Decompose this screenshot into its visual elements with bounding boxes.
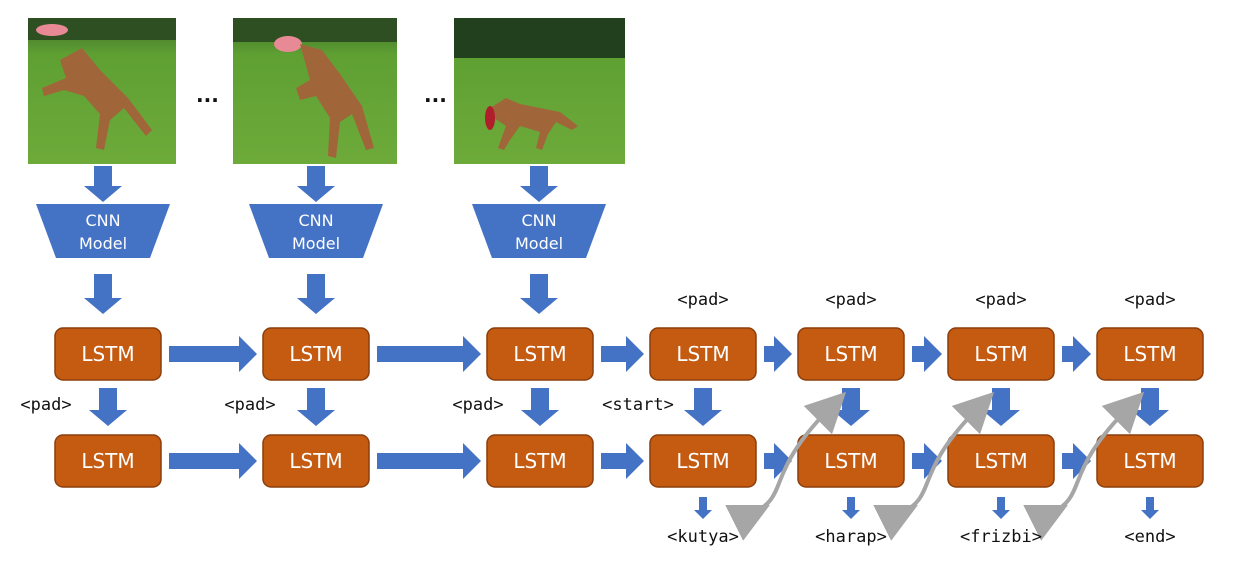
lstm-encoder-cell: LSTM — [947, 327, 1055, 381]
output-token: <kutya> — [667, 527, 739, 547]
photo-frame-n — [454, 18, 625, 164]
dog-icon — [490, 98, 578, 150]
lstm-decoder-cell: LSTM — [947, 434, 1055, 488]
arrow-photo-to-cnn — [297, 166, 335, 202]
frisbee-icon — [274, 36, 302, 52]
cnn-label-line2: Model — [515, 234, 563, 253]
ellipsis-1: ... — [196, 83, 219, 107]
arrow-decoder-step — [601, 443, 644, 479]
lstm-label: LSTM — [1123, 449, 1176, 473]
cnn-label-line2: Model — [292, 234, 340, 253]
arrow-encoder-step — [912, 336, 942, 372]
arrow-encoder-step — [764, 336, 792, 372]
photo-frame-2 — [233, 18, 397, 164]
lstm-encoder-cell: LSTM — [797, 327, 905, 381]
top-input-token: <pad> — [1124, 290, 1175, 310]
arrow-encoder-to-decoder — [982, 388, 1020, 426]
lstm-label: LSTM — [974, 449, 1027, 473]
lstm-decoder-cell: LSTM — [262, 434, 370, 488]
lstm-decoder-cell: LSTM — [486, 434, 594, 488]
arrow-output — [842, 497, 860, 519]
lstm-encoder-cell: LSTM — [54, 327, 162, 381]
lstm-label: LSTM — [676, 342, 729, 366]
lstm-label: LSTM — [513, 342, 566, 366]
arrow-output — [992, 497, 1010, 519]
lstm-encoder-cell: LSTM — [262, 327, 370, 381]
lstm-label: LSTM — [974, 342, 1027, 366]
cnn-model-block: CNN Model — [472, 204, 606, 258]
arrow-encoder-to-decoder — [297, 388, 335, 426]
lstm-label: LSTM — [513, 449, 566, 473]
photo-frame-1 — [28, 18, 176, 164]
lstm-label: LSTM — [824, 449, 877, 473]
arrow-photo-to-cnn — [520, 166, 558, 202]
feedback-curve-arrow — [1023, 391, 1145, 541]
decoder-input-token: <start> — [602, 395, 674, 415]
lstm-label: LSTM — [824, 342, 877, 366]
lstm-label: LSTM — [81, 342, 134, 366]
lstm-decoder-cell: LSTM — [54, 434, 162, 488]
lstm-decoder-cell: LSTM — [1096, 434, 1204, 488]
output-token: <frizbi> — [960, 527, 1042, 547]
arrow-cnn-to-lstm — [297, 274, 335, 314]
decoder-input-token: <pad> — [20, 395, 71, 415]
top-input-token: <pad> — [677, 290, 728, 310]
arrow-encoder-to-decoder — [521, 388, 559, 426]
lstm-encoder-cell: LSTM — [1096, 327, 1204, 381]
arrow-cnn-to-lstm — [520, 274, 558, 314]
lstm-label: LSTM — [289, 449, 342, 473]
frisbee-icon — [485, 106, 495, 130]
decoder-input-token: <pad> — [224, 395, 275, 415]
arrow-encoder-to-decoder — [684, 388, 722, 426]
cnn-label-line1: CNN — [298, 211, 333, 230]
dog-icon — [296, 44, 374, 158]
cnn-model-block: CNN Model — [249, 204, 383, 258]
lstm-encoder-cell: LSTM — [649, 327, 757, 381]
arrow-output — [694, 497, 712, 519]
lstm-decoder-cell: LSTM — [649, 434, 757, 488]
arrow-decoder-step — [377, 443, 481, 479]
lstm-label: LSTM — [81, 449, 134, 473]
ellipsis-2: ... — [424, 83, 447, 107]
arrow-photo-to-cnn — [84, 166, 122, 202]
top-input-token: <pad> — [975, 290, 1026, 310]
arrow-encoder-to-decoder — [89, 388, 127, 426]
arrow-encoder-step — [169, 336, 257, 372]
decoder-input-token: <pad> — [452, 395, 503, 415]
cnn-label-line1: CNN — [85, 211, 120, 230]
top-input-token: <pad> — [825, 290, 876, 310]
lstm-label: LSTM — [676, 449, 729, 473]
arrow-decoder-step — [169, 443, 257, 479]
frisbee-icon — [36, 24, 68, 36]
output-token: <end> — [1124, 527, 1175, 547]
arrow-encoder-step — [601, 336, 644, 372]
lstm-label: LSTM — [289, 342, 342, 366]
cnn-label-line1: CNN — [521, 211, 556, 230]
arrow-encoder-step — [1062, 336, 1091, 372]
feedback-curve-arrow — [873, 391, 995, 541]
arrow-encoder-to-decoder — [1131, 388, 1169, 426]
arrow-cnn-to-lstm — [84, 274, 122, 314]
arrow-encoder-step — [377, 336, 481, 372]
lstm-encoder-cell: LSTM — [486, 327, 594, 381]
cnn-model-block: CNN Model — [36, 204, 170, 258]
arrow-output — [1141, 497, 1159, 519]
feedback-curve-arrow — [725, 391, 847, 541]
lstm-decoder-cell: LSTM — [797, 434, 905, 488]
lstm-label: LSTM — [1123, 342, 1176, 366]
cnn-label-line2: Model — [79, 234, 127, 253]
dog-icon — [42, 48, 152, 150]
output-token: <harap> — [815, 527, 887, 547]
arrow-encoder-to-decoder — [832, 388, 870, 426]
